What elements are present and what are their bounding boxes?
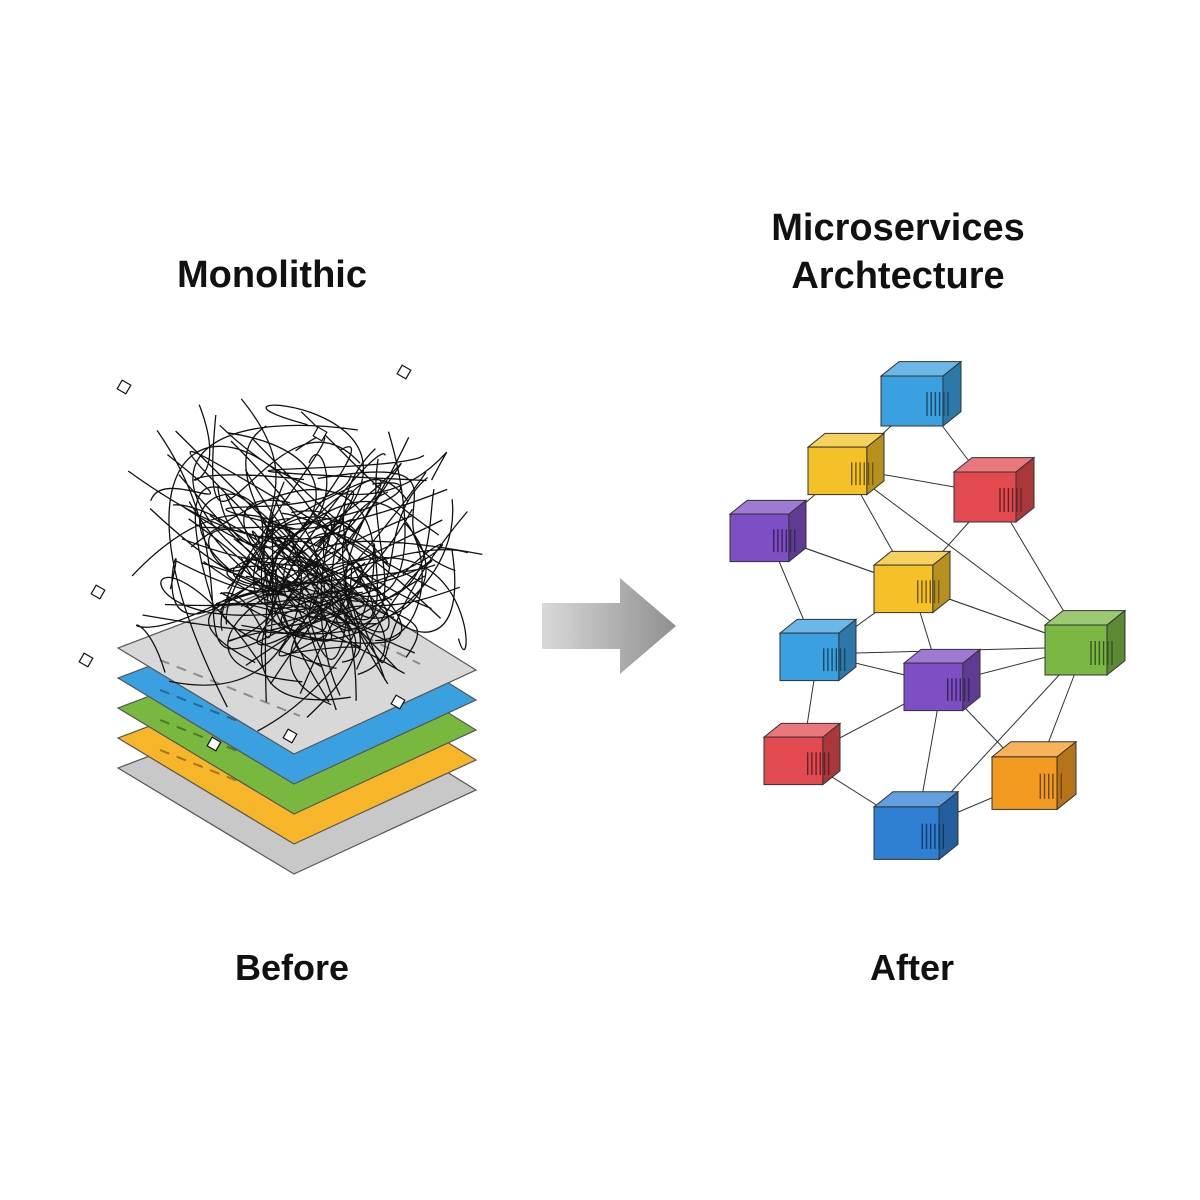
wire-end-connector <box>90 584 106 600</box>
service-cube <box>902 648 982 712</box>
tangled-code-lines <box>78 364 483 752</box>
service-nodes <box>728 360 1127 861</box>
wire-end-connector <box>78 652 94 668</box>
microservices-title: Microservices Archtecture <box>698 204 1098 300</box>
service-cube <box>872 790 960 861</box>
microservices-title-line-2: Archtecture <box>791 255 1005 297</box>
right-arrow-icon <box>542 578 676 674</box>
service-cube <box>872 550 952 614</box>
wire-end-connector <box>206 736 222 752</box>
service-cube <box>778 618 858 682</box>
service-cube <box>1043 609 1127 677</box>
wire-end-connector <box>396 364 412 380</box>
wire-end-connector <box>390 694 406 710</box>
monolith-layer-stack <box>116 571 478 875</box>
tangled-wires <box>127 398 483 732</box>
service-cube <box>728 499 808 563</box>
service-cube <box>879 360 963 428</box>
service-cube <box>952 456 1036 524</box>
service-cube <box>762 722 842 786</box>
monolithic-title: Monolithic <box>177 254 367 296</box>
service-connection <box>845 467 1086 648</box>
after-caption: After <box>869 947 954 988</box>
service-cube <box>990 740 1078 811</box>
wire-end-connector <box>116 379 132 395</box>
service-cube <box>806 432 886 496</box>
wire-end-connector <box>282 728 298 744</box>
before-caption: Before <box>234 947 350 988</box>
wire-end-connector <box>312 426 328 442</box>
microservices-title-line-1: Microservices <box>771 207 1025 249</box>
